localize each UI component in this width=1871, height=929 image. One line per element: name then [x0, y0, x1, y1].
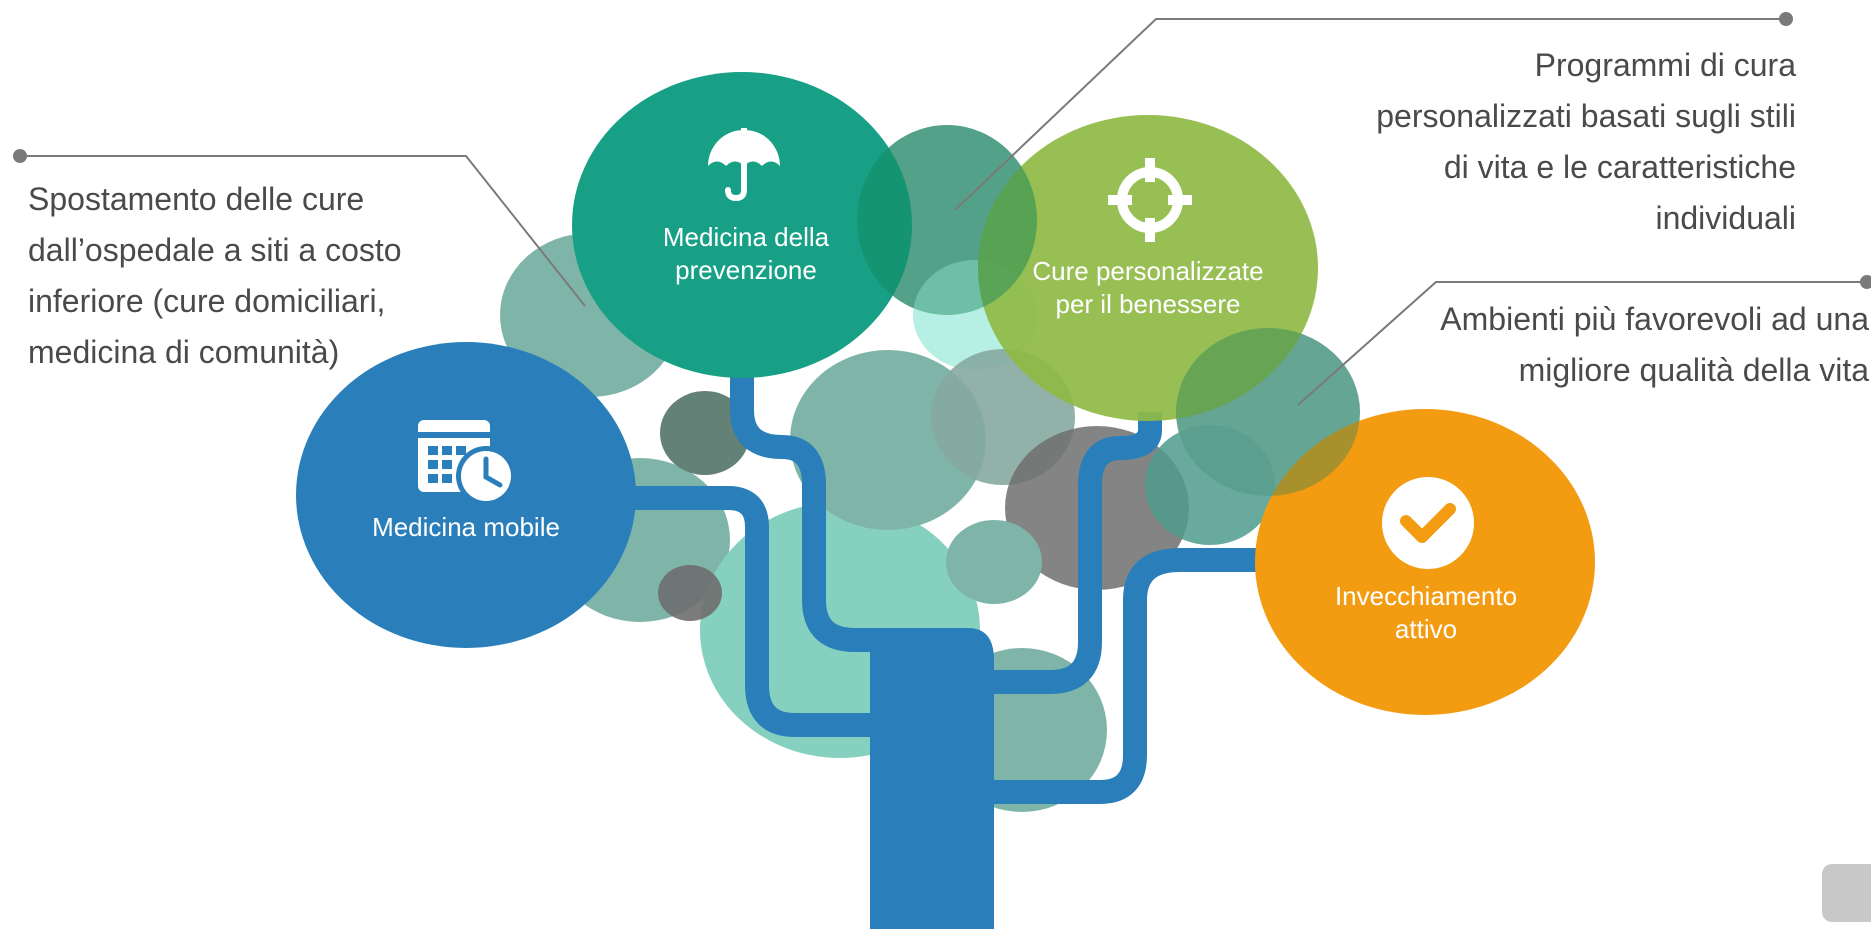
callout-left-text: Spostamento delle cure dall’ospedale a s… [28, 181, 402, 370]
branch-prevention [730, 370, 930, 652]
foliage-blob [660, 391, 750, 475]
leader-line-top [954, 18, 1786, 211]
umbrella-icon [708, 128, 780, 202]
tree-trunk [870, 628, 994, 929]
node-label-aging: Invecchiamento attivo [1334, 581, 1518, 644]
leader-line-left [20, 155, 586, 307]
overlap-blob [857, 125, 1037, 315]
check-circle-icon [1382, 477, 1474, 569]
foliage-blob [946, 520, 1042, 604]
node-prevention [572, 72, 912, 378]
leader-dot-right [1860, 275, 1871, 289]
node-label-mobile: Medicina mobile [372, 512, 560, 542]
node-label-prevention: Medicina della prevenzione [662, 222, 830, 285]
overlap-blob [1176, 328, 1360, 496]
calendar-clock-icon [418, 420, 516, 506]
callout-top-text: Programmi di cura personalizzati basati … [1376, 47, 1796, 236]
crosshair-icon [1108, 158, 1192, 242]
branch-mobile [615, 486, 880, 737]
leader-lines [13, 12, 1871, 406]
leader-dot-left [13, 149, 27, 163]
leader-dot-top [1779, 12, 1793, 26]
branch-aging [985, 548, 1265, 804]
branch-personalized [985, 412, 1162, 694]
branches [615, 370, 1265, 804]
foliage-blob [658, 565, 722, 621]
leader-line-right [1297, 281, 1867, 406]
next-slide-button[interactable] [1822, 864, 1871, 922]
node-personalized [978, 115, 1318, 421]
node-label-personalized: Cure personalizzate per il benessere [1032, 256, 1264, 319]
callout-right-text: Ambienti più favorevoli ad una migliore … [1440, 301, 1869, 388]
